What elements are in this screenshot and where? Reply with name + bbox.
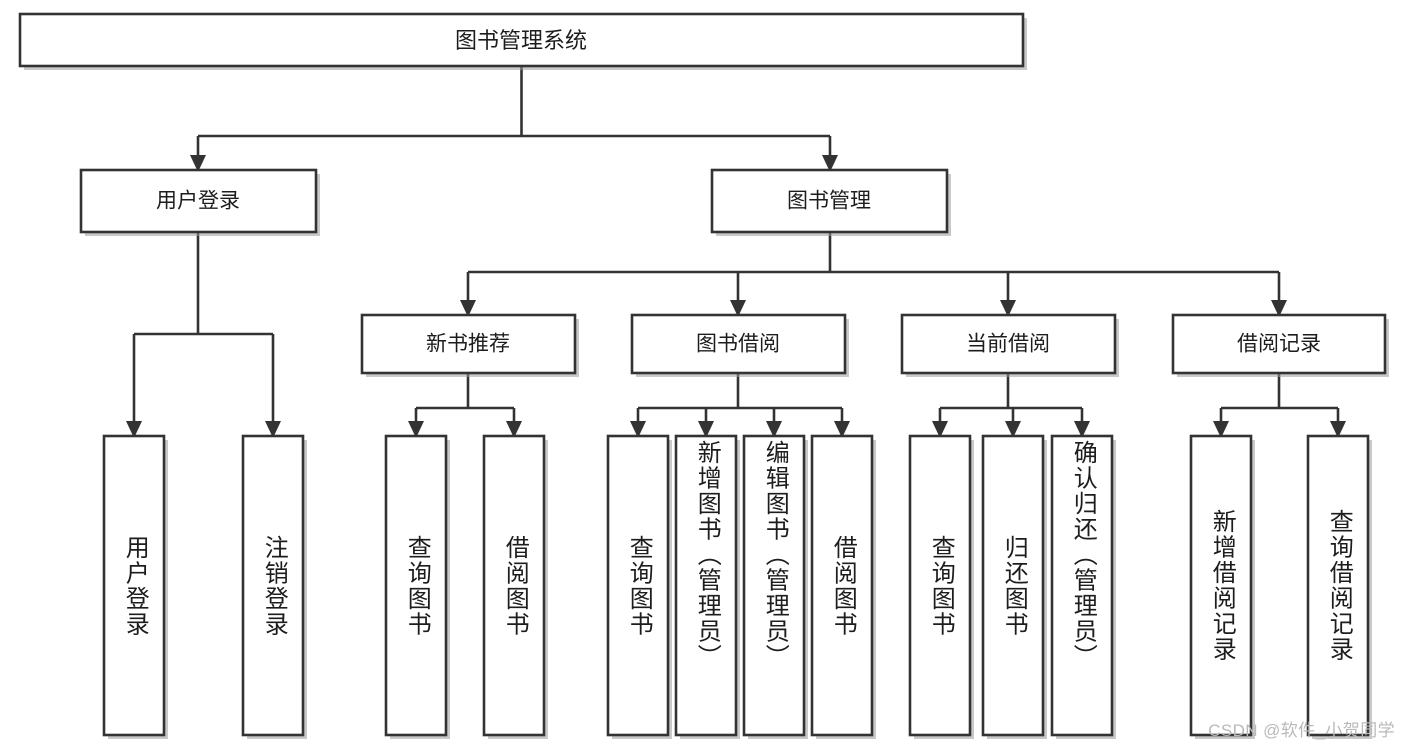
node-book-manage[interactable]: 图书管理: [710, 168, 951, 236]
arrow-head-query-book-cur: [932, 421, 948, 438]
arrow-head-add-record: [1213, 421, 1229, 438]
node-new-book-rec-label: 新书推荐: [426, 333, 510, 356]
arrow-head-user-login: [190, 155, 206, 172]
node-user-login[interactable]: 用户登录: [79, 168, 320, 236]
leaf-box-borrow-book-rec[interactable]: [482, 434, 548, 739]
arrow-head-edit-book: [766, 421, 782, 438]
leaf-box-group: [102, 434, 1372, 739]
leaf-box-borrow-book[interactable]: [810, 434, 876, 739]
arrow-head-current-borrow: [1000, 300, 1016, 317]
leaf-box-edit-book[interactable]: [742, 434, 808, 739]
leaf-box-add-record[interactable]: [1189, 434, 1255, 739]
arrow-head-query-book-rec: [408, 421, 424, 438]
node-book-manage-label: 图书管理: [787, 190, 871, 213]
leaf-box-return-book[interactable]: [981, 434, 1047, 739]
arrow-head-new-book-rec: [460, 300, 476, 317]
leaf-box-logout-login[interactable]: [241, 434, 307, 739]
node-new-book-rec[interactable]: 新书推荐: [360, 313, 579, 377]
leaf-box-query-book-borrow[interactable]: [606, 434, 672, 739]
arrow-head-query-book-borrow: [630, 421, 646, 438]
leaf-box-query-book-cur[interactable]: [908, 434, 974, 739]
arrow-head-add-book: [698, 421, 714, 438]
node-borrow-record-label: 借阅记录: [1237, 333, 1321, 356]
node-current-borrow[interactable]: 当前借阅: [900, 313, 1119, 377]
node-root[interactable]: 图书管理系统: [18, 12, 1027, 70]
leaf-box-query-record[interactable]: [1306, 434, 1372, 739]
arrow-head-borrow-book: [834, 421, 850, 438]
leaf-box-add-book[interactable]: [674, 434, 740, 739]
node-root-label: 图书管理系统: [455, 28, 587, 53]
node-current-borrow-label: 当前借阅: [966, 333, 1050, 356]
arrow-head-leaf-logout-login: [265, 421, 281, 438]
arrow-head-confirm-return: [1074, 421, 1090, 438]
node-user-login-label: 用户登录: [156, 190, 240, 213]
arrow-head-query-record: [1330, 421, 1346, 438]
node-borrow-record[interactable]: 借阅记录: [1171, 313, 1389, 377]
node-group: 图书管理系统 用户登录 图书管理 新书推荐: [18, 12, 1389, 739]
node-book-borrow-label: 图书借阅: [696, 333, 780, 356]
leaf-box-confirm-return[interactable]: [1050, 434, 1116, 739]
arrow-head-leaf-user-login: [126, 421, 142, 438]
arrow-head-borrow-record: [1271, 300, 1287, 317]
arrow-head-book-borrow: [730, 300, 746, 317]
arrow-head-book-manage: [822, 155, 838, 172]
arrow-head-return-book: [1005, 421, 1021, 438]
arrow-head-borrow-book-rec: [506, 421, 522, 438]
edge-group: [126, 66, 1346, 438]
node-book-borrow[interactable]: 图书借阅: [630, 313, 849, 377]
leaf-box-user-login[interactable]: [102, 434, 168, 739]
leaf-box-query-book-rec[interactable]: [384, 434, 450, 739]
